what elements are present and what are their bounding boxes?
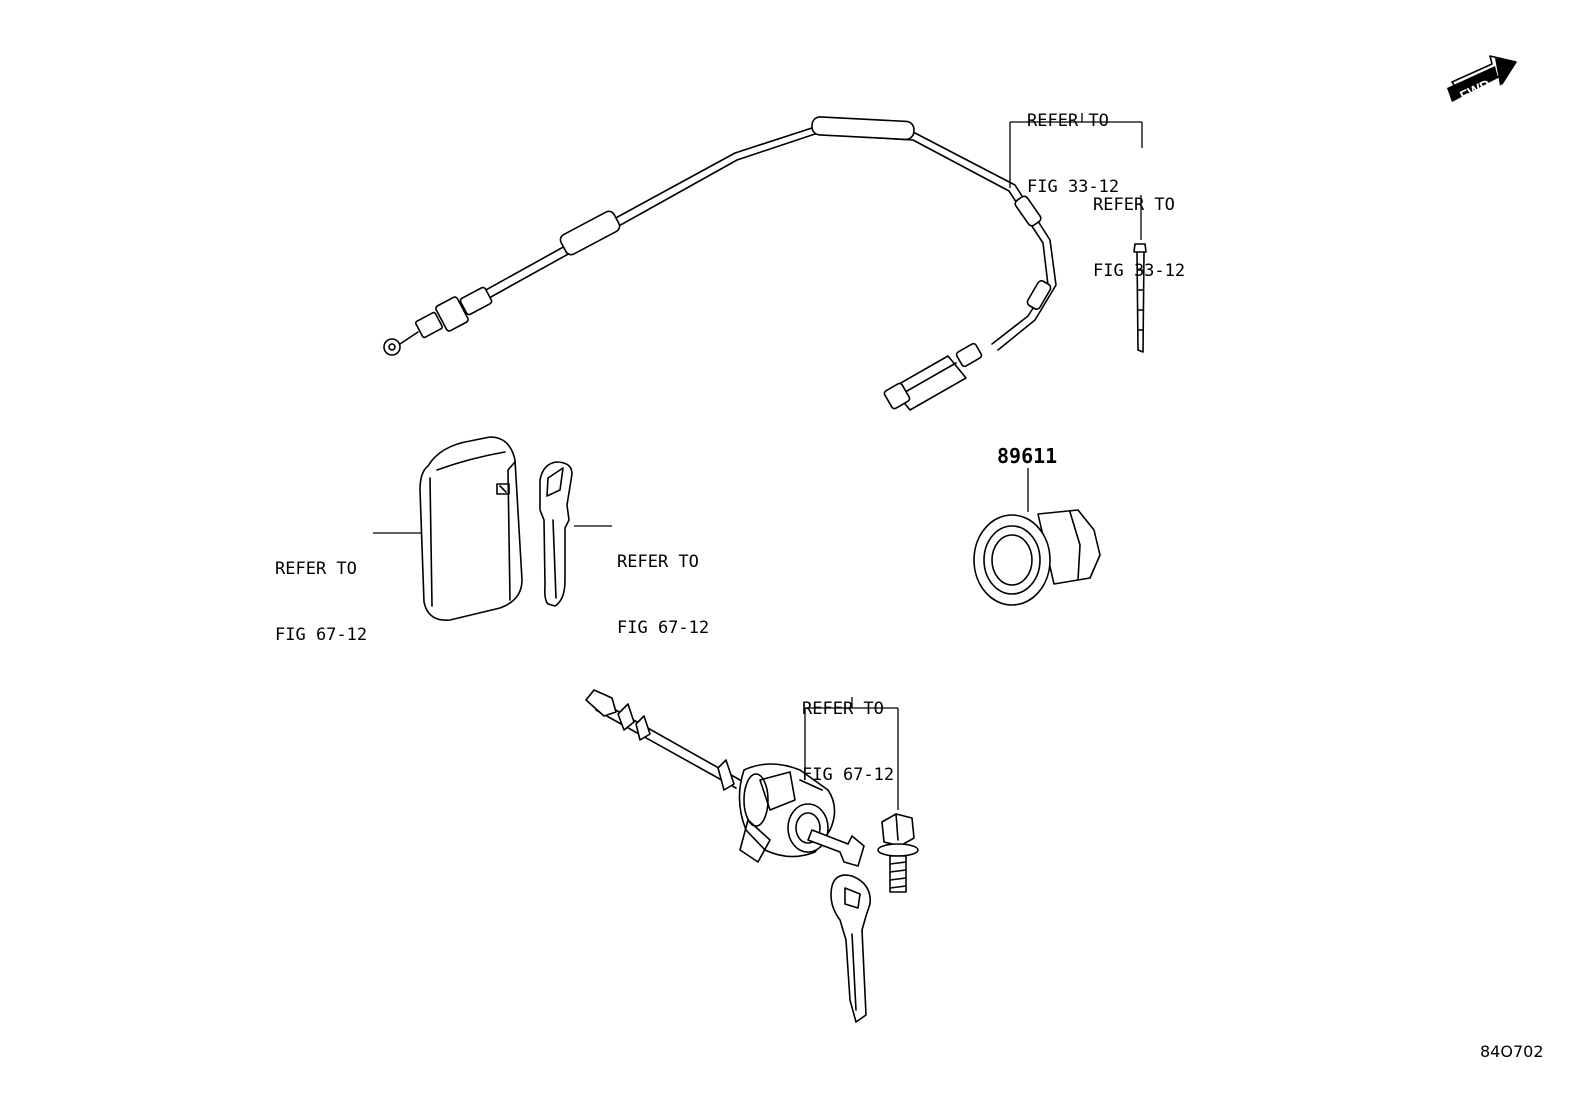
callout-line1: REFER TO bbox=[1027, 111, 1109, 131]
part-number-label: 89611 bbox=[997, 444, 1058, 468]
fwd-arrow-icon: FWD bbox=[1447, 55, 1517, 104]
callout-clamp-ref: REFER TO FIG 33-12 bbox=[1093, 150, 1185, 304]
callout-line1: REFER TO bbox=[802, 699, 884, 719]
callout-cable-ref: REFER TO FIG 33-12 bbox=[1027, 66, 1119, 220]
callout-line2: FIG 33-12 bbox=[1093, 261, 1186, 281]
bolt bbox=[877, 813, 919, 893]
callout-line2: FIG 33-12 bbox=[1027, 177, 1120, 197]
mechanical-key bbox=[830, 874, 871, 1023]
lock-cylinder bbox=[585, 689, 865, 867]
push-start-switch bbox=[973, 509, 1101, 606]
callout-line2: FIG 67-12 bbox=[275, 625, 368, 645]
callout-line1: REFER TO bbox=[617, 552, 699, 572]
callout-line1: REFER TO bbox=[275, 559, 357, 579]
callout-line2: FIG 67-12 bbox=[802, 765, 895, 785]
cable-assembly bbox=[383, 116, 1057, 411]
callout-line2: FIG 67-12 bbox=[617, 618, 710, 638]
cable-clamp bbox=[1133, 243, 1147, 353]
callout-lock-ref: REFER TO FIG 67-12 bbox=[802, 654, 894, 808]
callout-line1: REFER TO bbox=[1093, 195, 1175, 215]
smart-key-fob bbox=[419, 436, 523, 621]
emergency-key bbox=[539, 461, 573, 607]
callout-fob-ref: REFER TO FIG 67-12 bbox=[275, 514, 367, 668]
callout-key-ref: REFER TO FIG 67-12 bbox=[617, 507, 709, 661]
figure-code: 84O702 bbox=[1480, 1042, 1544, 1061]
